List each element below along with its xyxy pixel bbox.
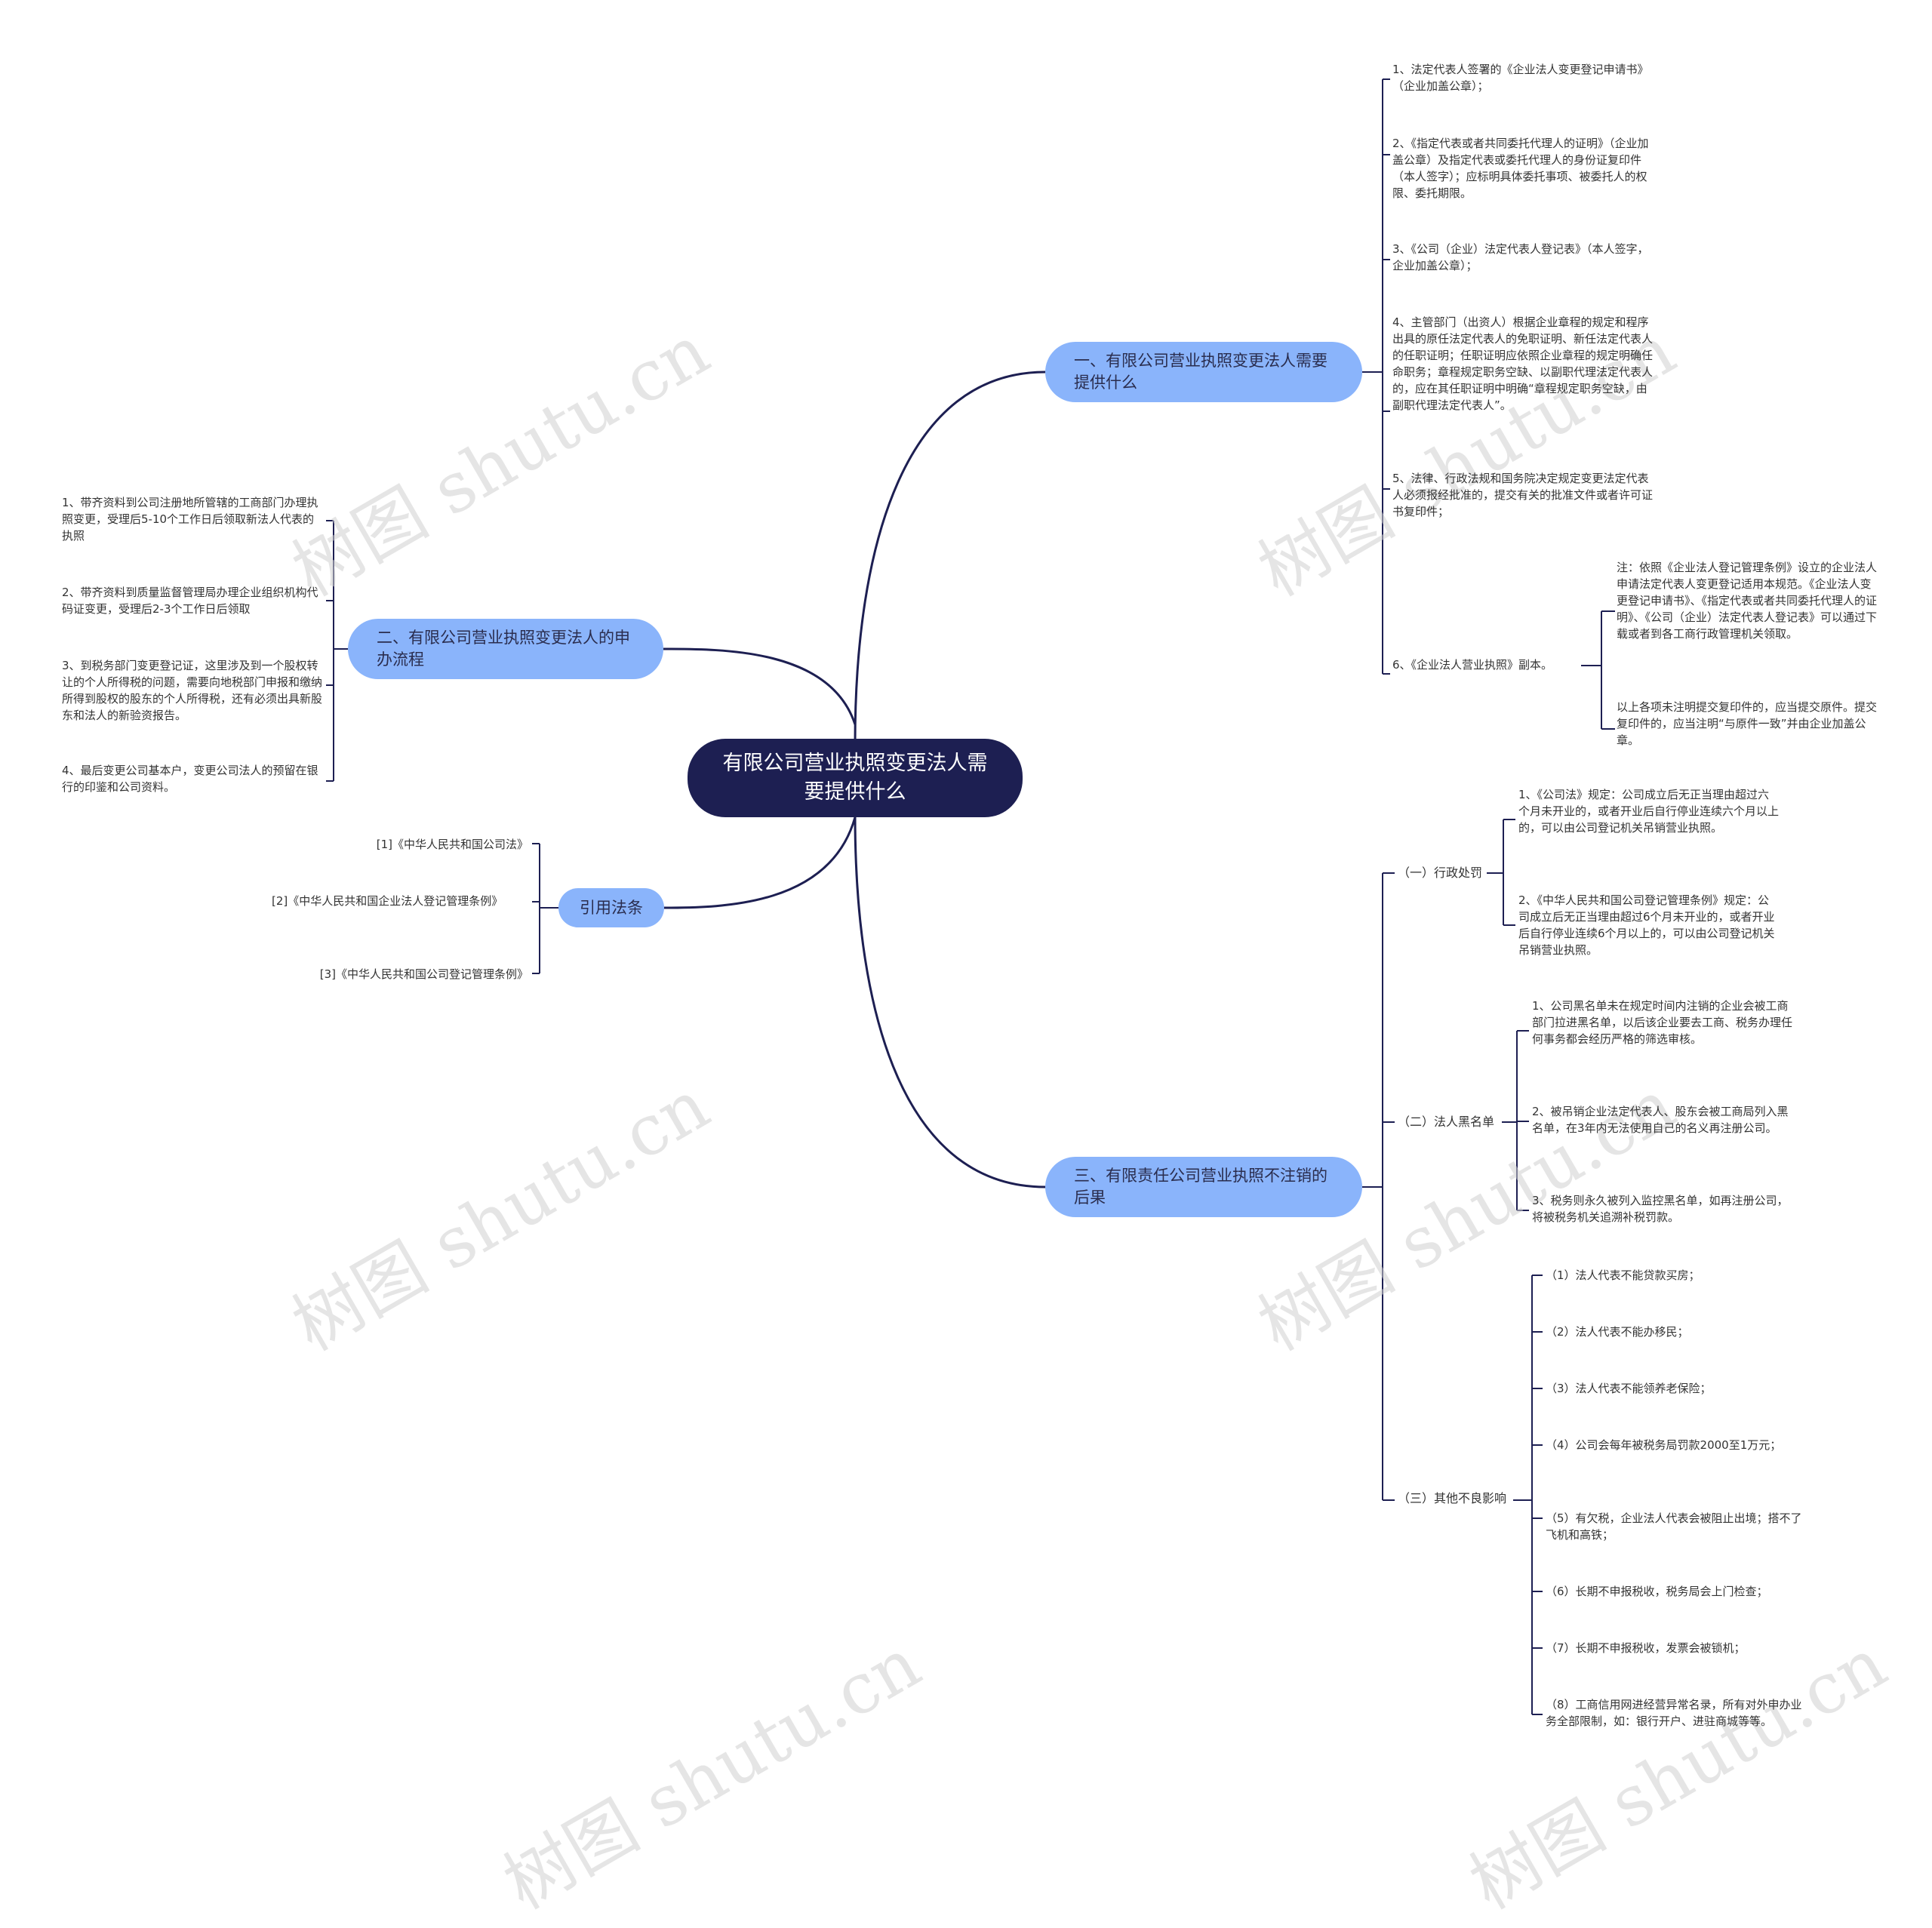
law-citation: [2]《中华人民共和国企业法人登记管理条例》 [272, 894, 503, 908]
branch-cited-laws[interactable]: 引用法条 [558, 888, 664, 927]
branch-label: 三、有限责任公司营业执照不注销的后果 [1074, 1167, 1327, 1207]
list-item: 1、法定代表人签署的《企业法人变更登记申请书》（企业加盖公章）； [1392, 63, 1649, 93]
list-item: 3、税务则永久被列入监控黑名单，如再注册公司，将被税务机关追溯补税罚款。 [1532, 1194, 1789, 1224]
branch-required-documents[interactable]: 一、有限公司营业执照变更法人需要提供什么 [1045, 342, 1362, 402]
branch-label: 引用法条 [580, 898, 643, 917]
list-item: 6、《企业法人营业执照》副本。 [1392, 658, 1553, 672]
list-item: （4）公司会每年被税务局罚款2000至1万元； [1546, 1438, 1782, 1452]
law-citation: [3]《中华人民共和国公司登记管理条例》 [319, 967, 528, 981]
list-item: （1）法人代表不能贷款买房； [1546, 1268, 1700, 1282]
list-item: 5、法律、行政法规和国务院决定规定变更法定代表人必须报经批准的，提交有关的批准文… [1392, 472, 1654, 518]
sub-topic-administrative-penalty[interactable]: （一）行政处罚 [1398, 866, 1483, 880]
connector-line [854, 814, 1046, 1188]
list-item: 1、带齐资料到公司注册地所管辖的工商部门办理执照变更，受理后5-10个工作日后领… [62, 496, 318, 543]
list-item: （2）法人代表不能办移民； [1546, 1325, 1689, 1339]
root-topic-text: 有限公司营业执照变更法人需要提供什么 [722, 752, 988, 804]
list-item: 2、《中华人民共和国公司登记管理条例》规定：公司成立后无正当理由超过6个月未开业… [1518, 893, 1775, 957]
list-item: 2、《指定代表或者共同委托代理人的证明》（企业加盖公章）及指定代表或委托代理人的… [1392, 137, 1649, 200]
list-item: 1、《公司法》规定：公司成立后无正当理由超过六个月未开业的，或者开业后自行停业连… [1518, 788, 1780, 835]
connector-line [663, 816, 857, 909]
list-item: （3）法人代表不能领养老保险； [1546, 1382, 1712, 1395]
note-item: 以上各项未注明提交复印件的，应当提交原件。提交复印件的，应当注明“与原件一致”并… [1617, 700, 1878, 747]
list-item: （6）长期不申报税收，税务局会上门检查； [1546, 1585, 1768, 1598]
connector-line [663, 647, 857, 725]
note-item: 注：依照《企业法人登记管理条例》设立的企业法人申请法定代表人变更登记适用本规范。… [1617, 561, 1878, 641]
list-item: 3、《公司（企业）法定代表人登记表》（本人签字，企业加盖公章）； [1392, 242, 1649, 272]
sub-topic-blacklist[interactable]: （二）法人黑名单 [1398, 1115, 1495, 1129]
branch-label: 一、有限公司营业执照变更法人需要提供什么 [1074, 352, 1327, 392]
list-item: 1、公司黑名单未在规定时间内注销的企业会被工商部门拉进黑名单，以后该企业要去工商… [1532, 999, 1793, 1046]
list-item: 2、带齐资料到质量监督管理局办理企业组织机构代码证变更，受理后2-3个工作日后领… [62, 586, 318, 616]
list-item: （7）长期不申报税收，发票会被锁机； [1546, 1641, 1746, 1655]
list-item: （5）有欠税，企业法人代表会被阻止出境；搭不了飞机和高铁； [1546, 1511, 1802, 1542]
sub-topic-other-effects[interactable]: （三）其他不良影响 [1398, 1491, 1507, 1505]
branch-consequences[interactable]: 三、有限责任公司营业执照不注销的后果 [1045, 1157, 1362, 1217]
root-topic[interactable]: 有限公司营业执照变更法人需要提供什么 [688, 739, 1023, 817]
branch-label: 二、有限公司营业执照变更法人的申办流程 [377, 629, 630, 669]
list-item: 4、最后变更公司基本户，变更公司法人的预留在银行的印鉴和公司资料。 [62, 764, 318, 794]
branch-application-process[interactable]: 二、有限公司营业执照变更法人的申办流程 [348, 619, 663, 679]
list-item: 2、被吊销企业法定代表人、股东会被工商局列入黑名单，在3年内无法使用自己的名义再… [1532, 1105, 1789, 1135]
law-citation: [1]《中华人民共和国公司法》 [376, 838, 528, 851]
list-item: （8）工商信用网进经营异常名录，所有对外申办业务全部限制，如：银行开户、进驻商城… [1546, 1698, 1802, 1728]
connector-lines [326, 78, 1615, 1715]
connector-line [854, 371, 1046, 744]
list-item: 3、到税务部门变更登记证，这里涉及到一个股权转让的个人所得税的问题，需要向地税部… [62, 659, 323, 722]
list-item: 4、主管部门（出资人）根据企业章程的规定和程序出具的原任法定代表人的免职证明、新… [1392, 315, 1654, 412]
